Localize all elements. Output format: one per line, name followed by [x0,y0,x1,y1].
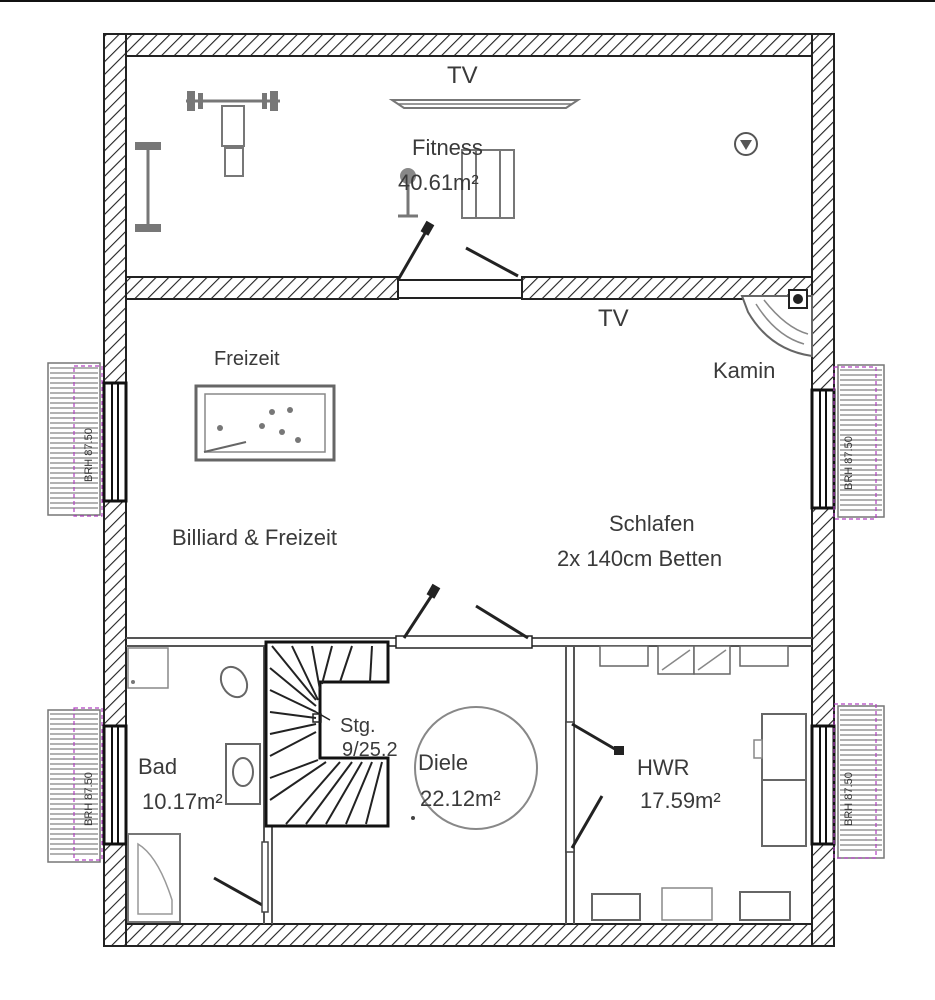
diele-round-rug [414,706,538,830]
balcony-left-top: BRH 87.50 [47,362,103,517]
stair-tread [269,667,317,707]
stair-tread [325,761,363,825]
stair-tread [285,761,341,825]
balcony-right-top: BRH 87.50 [833,364,885,520]
stairs-detail: 9/25.2 [342,739,398,761]
interior-wall-fitness [125,276,813,300]
window-left-bottom [102,724,128,846]
fireplace-icon [740,289,813,358]
room-name-fitness: Fitness [412,135,483,160]
window-left-top [102,381,128,503]
room-area-diele: 22.12m² [420,786,501,811]
room-name-billiard: Billiard & Freizeit [172,525,337,550]
stair-tread [291,645,319,701]
ball-icon [734,132,758,156]
room-name-bad: Bad [138,754,177,779]
window-right-top [810,388,836,510]
stair-tread [269,731,317,757]
tv-label-fitness: TV [447,62,478,89]
weight-rack-icon [398,149,515,219]
bench-press-icon [186,91,280,177]
room-name-freizeit: Freizeit [214,348,280,370]
room-name-hwr: HWR [637,755,690,780]
room-detail-schlafen: 2x 140cm Betten [557,546,722,571]
room-name-diele: Diele [418,750,468,775]
balcony-left-bottom: BRH 87.50 [47,707,103,863]
dumbbell-icon [135,142,161,232]
window-right-bottom [810,724,836,846]
window-label-left-top: BRH 87.50 [83,428,95,482]
stair-tread [269,689,317,713]
window-label-left-bottom: BRH 87.50 [83,772,95,826]
stair-tread [339,645,353,683]
stair-tread [365,761,383,825]
room-name-schlafen: Schlafen [609,511,695,536]
room-name-kamin: Kamin [713,358,775,383]
stair-tread [269,711,317,719]
stair-tread [369,645,373,683]
window-label-right-top: BRH 87.50 [843,436,855,490]
tv-fitness-icon [388,99,582,109]
room-area-fitness: 40.61m² [398,170,479,195]
stair-tread [269,761,327,801]
stair-tread [271,645,317,701]
room-area-bad: 10.17m² [142,789,223,814]
staircase [264,640,390,828]
tv-label-main: TV [598,305,629,332]
window-label-right-bottom: BRH 87.50 [843,772,855,826]
fitness-furniture [135,91,758,281]
diele-dot [411,816,415,820]
room-area-hwr: 17.59m² [640,788,721,813]
bad-furniture [127,647,269,923]
stair-tread [345,761,373,825]
stairs-label: Stg. [340,715,376,737]
stair-tread [311,645,321,691]
hwr-furniture [565,645,807,921]
billiard-table-icon [194,384,336,462]
stair-tread [269,759,319,779]
stair-tread [305,761,353,825]
stair-tread [321,645,333,685]
stair-tread [269,723,317,735]
balcony-right-bottom: BRH 87.50 [833,703,885,859]
